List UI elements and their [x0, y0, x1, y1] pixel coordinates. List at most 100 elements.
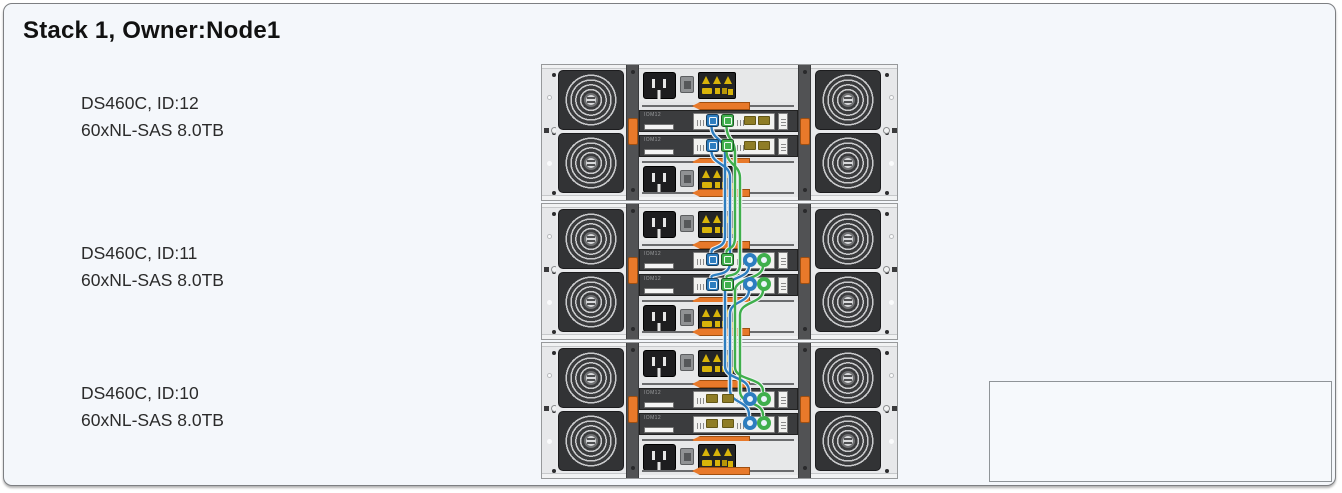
chassis-rail — [798, 65, 811, 200]
module-bay: IOM12 IOM12 — [639, 347, 798, 475]
sas-port-round-green — [757, 392, 771, 406]
power-switch — [680, 76, 694, 93]
orange-handle-grip — [692, 189, 750, 197]
orange-latch — [628, 118, 638, 145]
fan-module — [815, 209, 881, 269]
orange-handle — [642, 328, 794, 336]
fan-hub — [584, 93, 598, 107]
fan-module — [558, 133, 624, 193]
iom-model-label: IOM12 — [644, 276, 662, 282]
orange-handle-grip — [692, 380, 750, 388]
power-switch — [680, 170, 694, 187]
fan-hub — [584, 232, 598, 246]
sas-port-square-blue — [706, 139, 719, 152]
power-socket-icon — [643, 211, 676, 238]
power-socket-icon — [643, 444, 676, 471]
fan-module — [815, 411, 881, 471]
iom-module: IOM12 — [639, 413, 798, 435]
shelf-graphic-id12: IOM12 IOM12 — [541, 64, 898, 201]
fan-hub — [841, 232, 855, 246]
sas-port-round-blue — [743, 416, 757, 430]
orange-handle — [642, 467, 794, 475]
chassis-hole — [547, 373, 552, 378]
iom-label-chip — [644, 263, 674, 269]
orange-handle-grip — [692, 241, 750, 249]
fan-panel-left — [556, 69, 626, 195]
chassis-rail — [798, 204, 811, 339]
warning-triangle-icon — [713, 76, 721, 84]
warning-glyphs — [715, 366, 720, 372]
fan-icon — [565, 352, 617, 404]
side-connector-icon — [892, 128, 897, 133]
screw-icon — [552, 212, 556, 216]
fan-module — [558, 411, 624, 471]
shelf-graphic-id11: IOM12 IOM12 — [541, 203, 898, 340]
psu-warning-label — [698, 211, 736, 238]
iom-label-chip — [644, 402, 674, 408]
warning-triangle-icon — [702, 309, 710, 317]
psu-module — [639, 347, 798, 380]
sas-port-square-green — [721, 139, 734, 152]
iom-port-panel-end — [778, 113, 788, 130]
screw-icon — [552, 351, 556, 355]
warning-text-block — [702, 227, 712, 233]
iom-port-panel-end — [778, 277, 788, 294]
fan-module — [558, 70, 624, 130]
screw-icon — [885, 212, 889, 216]
chassis-rail — [626, 204, 639, 339]
chassis-rail — [626, 343, 639, 478]
fan-panel-left — [556, 208, 626, 334]
side-connector-icon — [544, 128, 549, 133]
power-switch — [680, 448, 694, 465]
chassis-top-edge — [542, 343, 897, 347]
fan-hub — [841, 434, 855, 448]
chassis-hole — [547, 234, 552, 239]
sas-port-unused — [722, 419, 734, 428]
shelf-drives: 60xNL-SAS 8.0TB — [81, 410, 224, 430]
shelf-label-id12: DS460C, ID:12 60xNL-SAS 8.0TB — [81, 90, 224, 144]
warning-glyphs — [715, 88, 720, 94]
panel-title: Stack 1, Owner:Node1 — [23, 17, 281, 44]
fan-icon — [565, 415, 617, 467]
iom-model-label: IOM12 — [644, 415, 662, 421]
shelf-drives: 60xNL-SAS 8.0TB — [81, 120, 224, 140]
iom-model-label: IOM12 — [644, 390, 662, 396]
shelf-label-id10: DS460C, ID:10 60xNL-SAS 8.0TB — [81, 380, 224, 434]
warning-triangle-icon — [702, 354, 710, 362]
screw-icon — [885, 73, 889, 77]
sas-port-square-green — [721, 253, 734, 266]
orange-handle — [642, 189, 794, 197]
shelf-model-id: DS460C, ID:12 — [81, 93, 199, 113]
sas-port-square-blue — [706, 253, 719, 266]
warning-glyphs — [715, 227, 720, 233]
warning-text-block — [702, 88, 712, 94]
orange-latch — [800, 257, 810, 284]
warning-triangle-icon — [724, 448, 732, 456]
orange-latch — [800, 396, 810, 423]
psu-warning-label — [698, 444, 736, 471]
power-socket-icon — [643, 350, 676, 377]
screw-icon — [552, 73, 556, 77]
fan-panel-left — [556, 347, 626, 473]
warning-glyphs — [715, 321, 720, 327]
sas-port-unused — [722, 394, 734, 403]
fan-icon — [822, 137, 874, 189]
power-switch — [680, 309, 694, 326]
fan-panel-right — [813, 347, 883, 473]
iom-port-panel-end — [778, 391, 788, 408]
warning-triangle-icon — [713, 215, 721, 223]
warning-triangle-icon — [702, 448, 710, 456]
power-switch — [680, 215, 694, 232]
warning-glyphs — [715, 460, 720, 466]
iom-model-label: IOM12 — [644, 251, 662, 257]
side-connector-icon — [544, 406, 549, 411]
sas-port-unused — [706, 394, 718, 403]
warning-text-block — [702, 321, 712, 327]
warning-triangle-icon — [724, 309, 732, 317]
warning-triangle-icon — [724, 215, 732, 223]
sas-port-unused — [758, 116, 770, 125]
fan-hub — [584, 434, 598, 448]
shelf-stack: IOM12 IOM12 — [541, 64, 898, 479]
sas-port-round-blue — [743, 253, 757, 267]
warning-text-block — [702, 460, 712, 466]
